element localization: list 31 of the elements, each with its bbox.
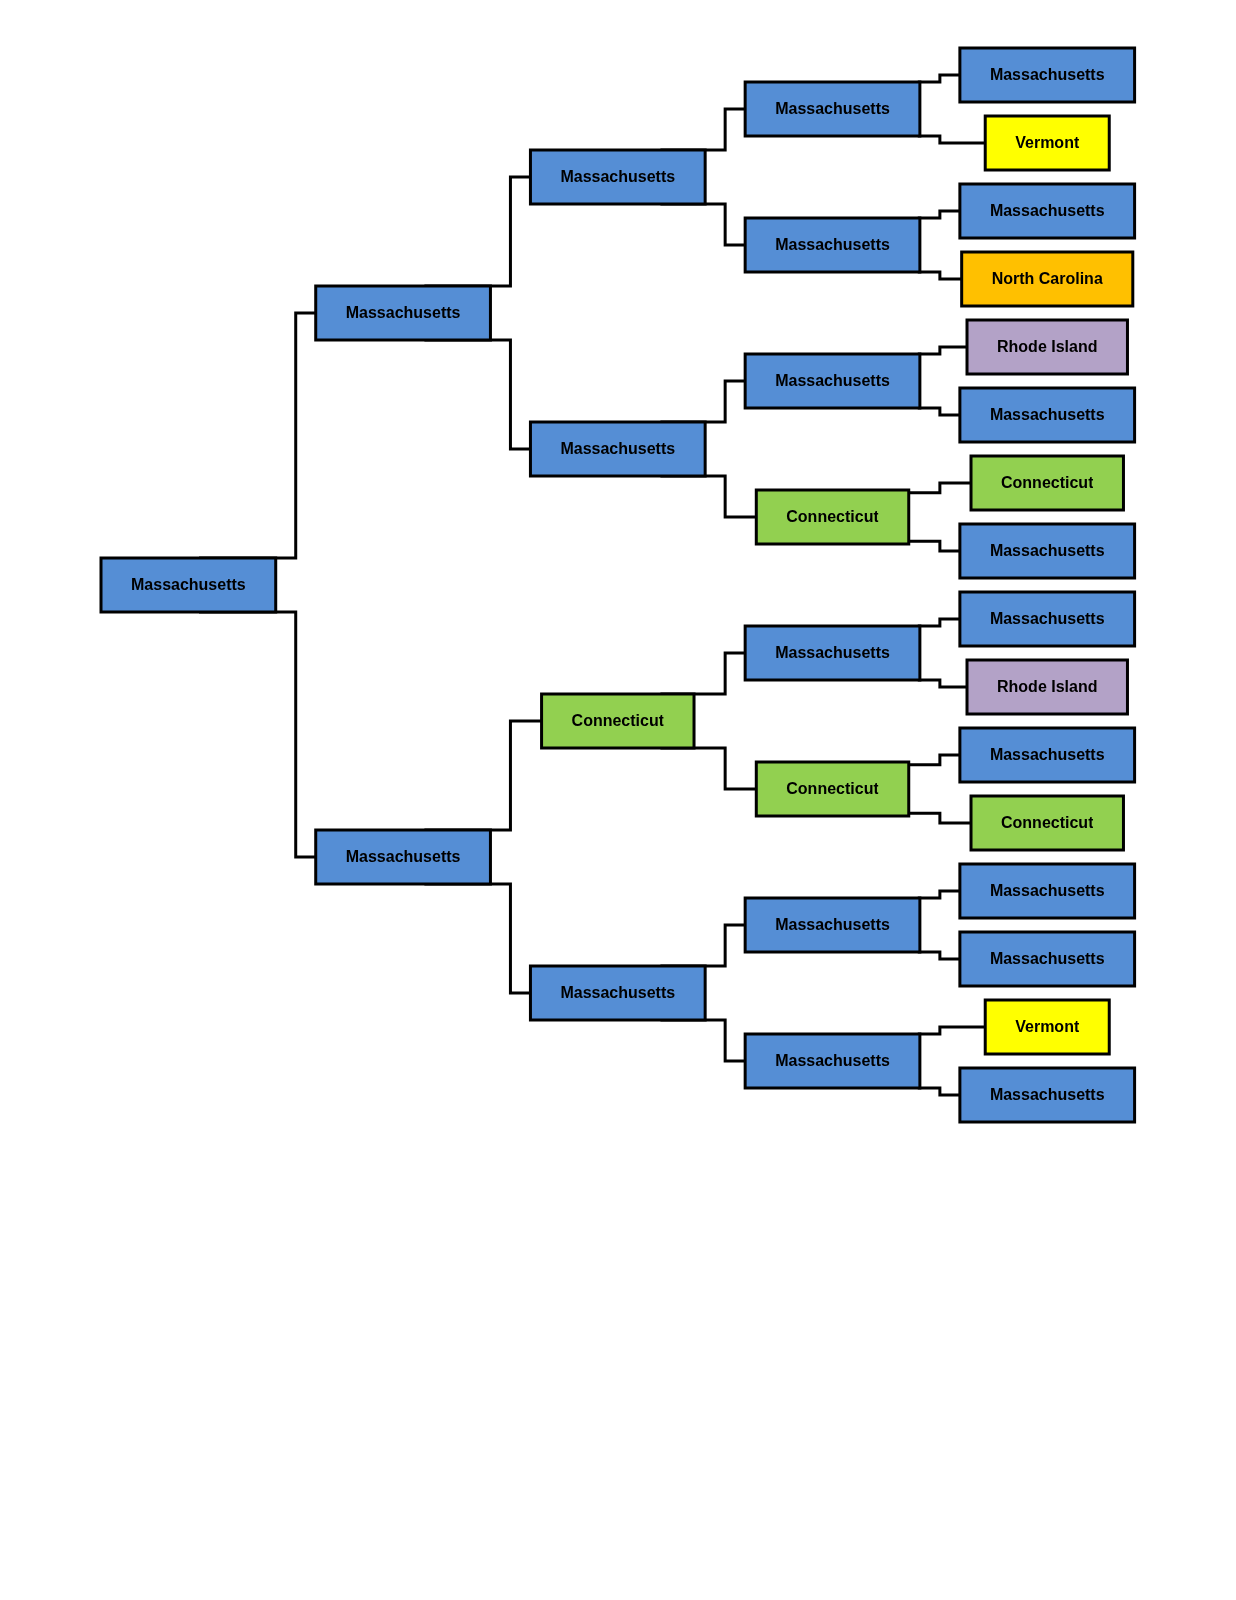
node-box: Massachusetts xyxy=(529,964,707,1022)
node-box: Massachusetts xyxy=(99,556,278,614)
node-box: Massachusetts xyxy=(958,726,1137,784)
node-box: North Carolina xyxy=(960,250,1135,308)
node-box: Connecticut xyxy=(755,488,911,546)
node-box: Massachusetts xyxy=(958,1066,1137,1124)
node-box: Massachusetts xyxy=(743,1032,922,1090)
node-box: Massachusetts xyxy=(529,148,707,206)
node-box: Rhode Island xyxy=(965,658,1130,716)
node-box: Massachusetts xyxy=(958,522,1137,580)
node-box: Massachusetts xyxy=(743,352,922,410)
node-box: Connecticut xyxy=(540,692,696,750)
node-box: Massachusetts xyxy=(314,284,493,342)
node-box: Vermont xyxy=(983,114,1111,172)
node-box: Massachusetts xyxy=(743,896,922,954)
node-box: Vermont xyxy=(983,998,1111,1056)
node-box: Connecticut xyxy=(969,454,1126,512)
node-box: Massachusetts xyxy=(958,930,1137,988)
node-box: Massachusetts xyxy=(958,46,1137,104)
node-box: Massachusetts xyxy=(314,828,493,886)
node-box: Massachusetts xyxy=(958,590,1137,648)
node-box: Massachusetts xyxy=(958,386,1137,444)
node-box: Massachusetts xyxy=(958,862,1137,920)
node-box: Massachusetts xyxy=(529,420,707,478)
node-box: Massachusetts xyxy=(743,216,922,274)
node-box: Connecticut xyxy=(755,760,911,818)
node-box: Connecticut xyxy=(969,794,1126,852)
node-box: Massachusetts xyxy=(743,624,922,682)
node-box: Rhode Island xyxy=(965,318,1130,376)
node-box: Massachusetts xyxy=(743,80,922,138)
node-box: Massachusetts xyxy=(958,182,1137,240)
